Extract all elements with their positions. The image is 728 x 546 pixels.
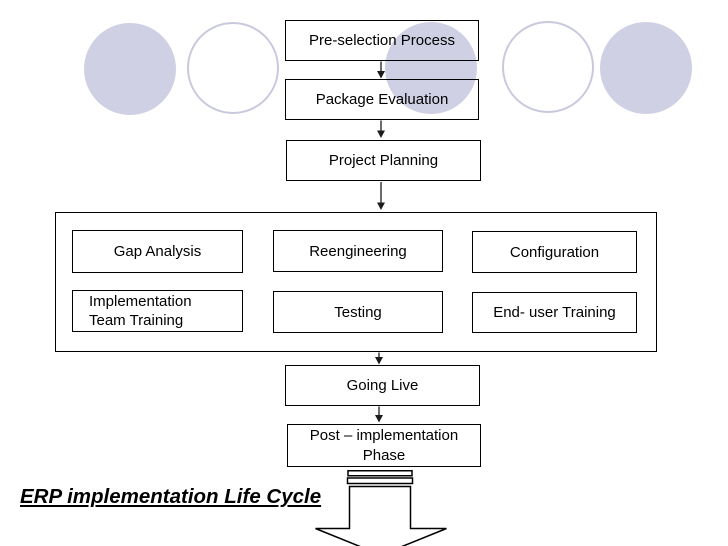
- implementation-phase-group-frame: [55, 212, 657, 352]
- connector-arrow-2: [377, 120, 385, 138]
- node-label: End- user Training: [493, 304, 616, 321]
- striped-arrow-body: [315, 485, 447, 546]
- node-configuration: Configuration: [472, 231, 637, 273]
- node-pre-selection-process: Pre-selection Process: [285, 20, 479, 61]
- node-post-implementation-phase: Post – implementation Phase: [287, 424, 481, 467]
- node-label-line2: Team Training: [89, 312, 184, 329]
- decorative-circle-filled-3: [600, 22, 692, 114]
- node-label: Testing: [334, 303, 382, 321]
- node-label: Pre-selection Process: [309, 32, 455, 49]
- connector-arrow-1: [377, 61, 385, 79]
- node-label: Package Evaluation: [315, 91, 449, 108]
- decorative-circle-filled-1: [84, 23, 176, 115]
- connector-arrow-5: [375, 406, 383, 423]
- node-label: Reengineering: [309, 242, 407, 260]
- node-label: Configuration: [509, 243, 600, 261]
- node-label: Gap Analysis: [113, 243, 202, 260]
- node-implementation-team-training: Implementation Team Training: [72, 290, 243, 332]
- node-gap-analysis: Gap Analysis: [72, 230, 243, 273]
- node-label-line1: Post – implementation: [309, 426, 459, 444]
- node-end-user-training: End- user Training: [472, 292, 637, 333]
- connector-arrow-4: [375, 352, 383, 365]
- slide-title: ERP implementation Life Cycle: [20, 485, 322, 508]
- striped-arrow-bar-1: [347, 470, 413, 477]
- node-project-planning: Project Planning: [286, 140, 481, 181]
- node-going-live: Going Live: [285, 365, 480, 406]
- striped-down-arrow-icon: [315, 470, 447, 546]
- decorative-circle-outline-1: [187, 22, 279, 114]
- node-package-evaluation: Package Evaluation: [285, 79, 479, 120]
- node-label-line1: Implementation: [89, 293, 192, 310]
- decorative-circle-outline-2: [502, 21, 594, 113]
- connector-arrow-3: [377, 182, 385, 210]
- striped-arrow-bar-2: [346, 477, 414, 485]
- node-reengineering: Reengineering: [273, 230, 443, 272]
- node-label: Going Live: [346, 377, 419, 394]
- node-testing: Testing: [273, 291, 443, 333]
- decorative-circle-filled-2: [385, 22, 477, 114]
- node-label: Project Planning: [328, 152, 439, 169]
- node-label-line2: Phase: [362, 446, 406, 464]
